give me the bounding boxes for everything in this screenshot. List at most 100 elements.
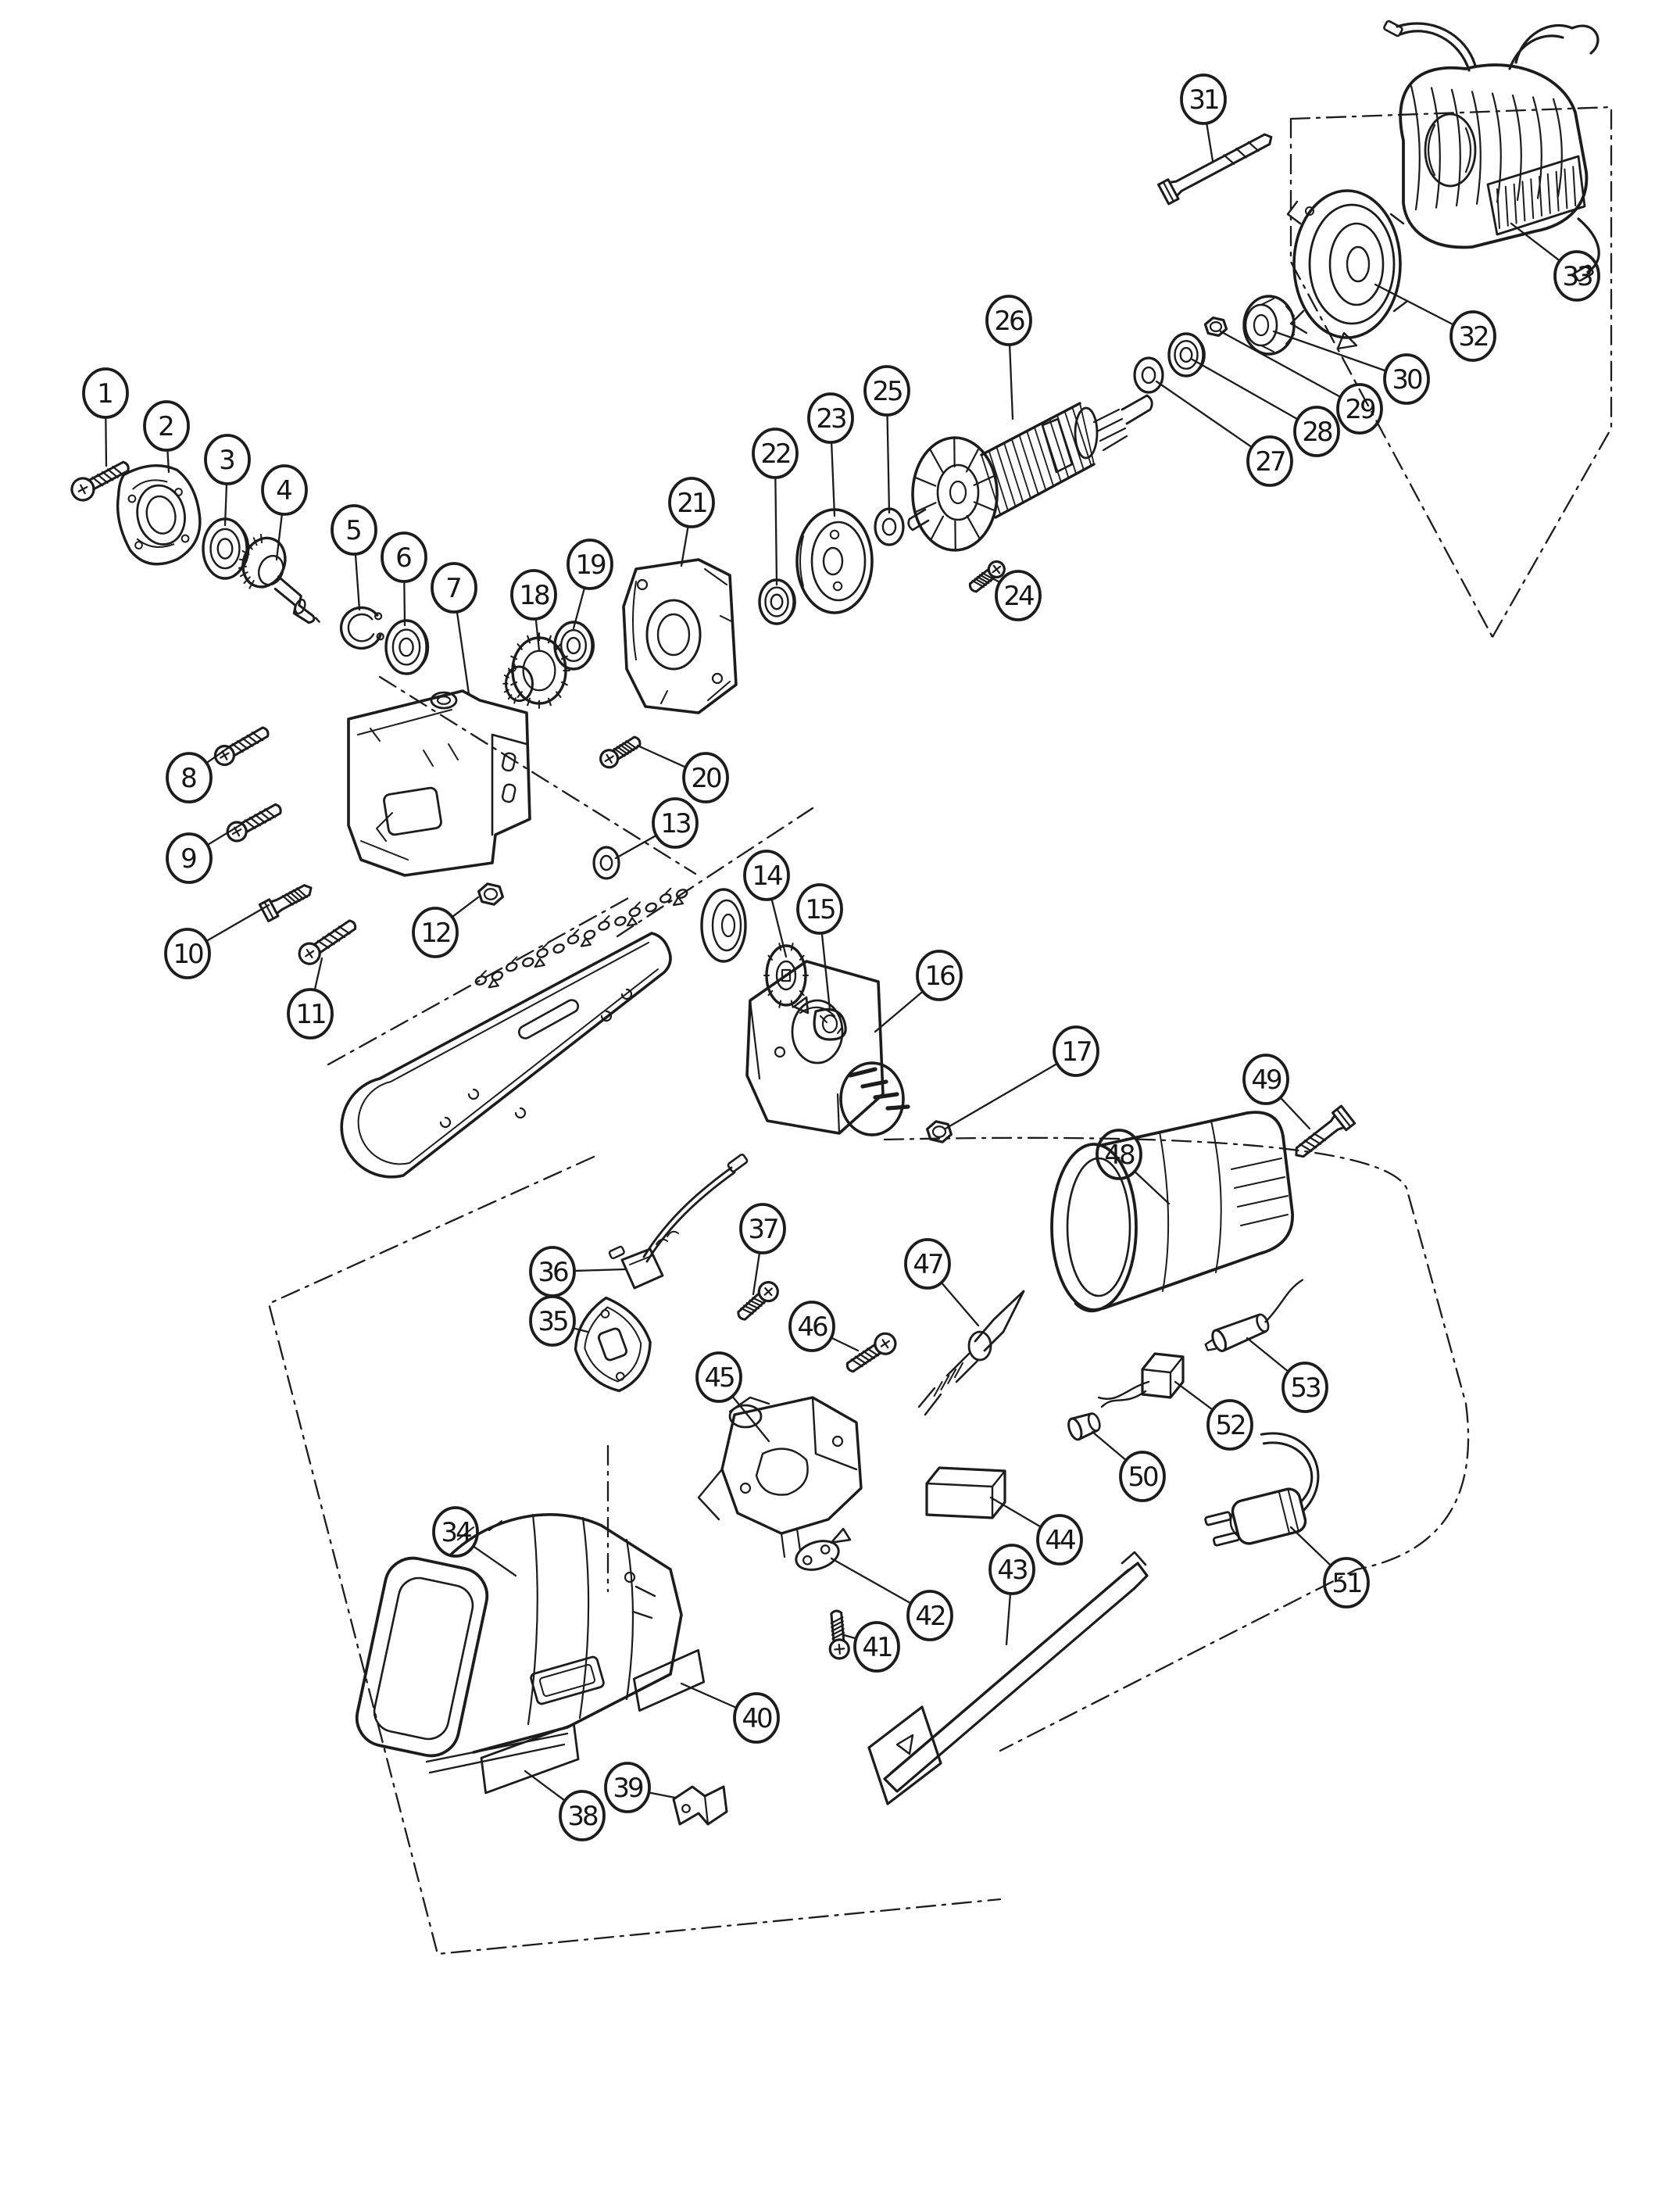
callout-7: 7 xyxy=(431,562,477,614)
part-screw-11 xyxy=(298,919,357,965)
callout-number-23: 23 xyxy=(816,403,845,435)
part-washer-13 xyxy=(592,846,620,880)
callout-52: 52 xyxy=(1206,1399,1253,1451)
leader-46 xyxy=(831,1337,860,1352)
boundary-line-3 xyxy=(378,675,697,875)
part-screw-46 xyxy=(845,1332,897,1373)
callout-number-43: 43 xyxy=(997,1555,1027,1586)
callout-38: 38 xyxy=(559,1790,606,1841)
leader-48 xyxy=(1135,1172,1171,1205)
leader-37 xyxy=(752,1253,760,1296)
callout-24: 24 xyxy=(995,570,1042,621)
leader-13 xyxy=(614,835,656,860)
leader-22 xyxy=(774,478,778,586)
leader-44 xyxy=(989,1496,1041,1527)
part-tension-bolt-10 xyxy=(258,884,313,923)
callout-number-34: 34 xyxy=(441,1517,471,1548)
callout-number-29: 29 xyxy=(1345,394,1375,425)
part-bearing-22 xyxy=(758,578,796,625)
part-washer-27 xyxy=(1133,356,1164,394)
callout-number-17: 17 xyxy=(1061,1036,1091,1068)
boundary-line-2 xyxy=(1289,117,1494,639)
callout-47: 47 xyxy=(904,1238,951,1290)
callout-number-25: 25 xyxy=(872,376,902,407)
callout-number-35: 35 xyxy=(538,1306,567,1337)
part-screw-37 xyxy=(737,1281,779,1321)
callout-6: 6 xyxy=(381,531,427,583)
callout-number-40: 40 xyxy=(742,1703,772,1734)
callout-number-20: 20 xyxy=(691,763,721,794)
callout-number-4: 4 xyxy=(276,475,293,506)
callout-19: 19 xyxy=(567,539,613,590)
callout-35: 35 xyxy=(529,1295,576,1347)
callout-number-48: 48 xyxy=(1104,1140,1135,1171)
callout-number-7: 7 xyxy=(445,573,463,604)
leader-16 xyxy=(874,991,923,1033)
part-brush-cap-35 xyxy=(574,1296,652,1393)
leader-4 xyxy=(275,514,283,561)
part-cord-plug-51 xyxy=(1204,1432,1320,1547)
leader-51 xyxy=(1289,1526,1331,1566)
leader-8 xyxy=(206,744,233,764)
callout-37: 37 xyxy=(739,1203,786,1254)
callout-28: 28 xyxy=(1293,406,1340,457)
callout-number-47: 47 xyxy=(913,1249,942,1280)
leader-25 xyxy=(886,415,891,514)
part-screw-41 xyxy=(828,1609,850,1660)
callout-14: 14 xyxy=(743,850,790,901)
leader-33 xyxy=(1510,222,1560,261)
callout-leader-lines xyxy=(105,123,1560,1801)
callout-25: 25 xyxy=(863,365,910,417)
part-bolt-49 xyxy=(1295,1104,1357,1158)
part-oiler-shaft-47 xyxy=(917,1290,1025,1416)
part-saw-chain xyxy=(474,887,688,989)
part-label-38 xyxy=(480,1723,580,1795)
leader-29 xyxy=(1219,330,1340,398)
callout-number-39: 39 xyxy=(613,1773,643,1804)
part-screw-8 xyxy=(213,726,270,767)
leader-6 xyxy=(403,581,406,627)
part-connector-53 xyxy=(1204,1279,1304,1352)
leader-27 xyxy=(1155,380,1252,448)
part-sprocket-cover-16 xyxy=(745,960,910,1136)
callout-number-11: 11 xyxy=(295,999,325,1030)
leader-41 xyxy=(842,1634,856,1640)
leader-45 xyxy=(732,1396,770,1443)
callout-40: 40 xyxy=(733,1692,780,1744)
part-field-coil-33 xyxy=(1383,20,1600,282)
callout-number-13: 13 xyxy=(660,808,690,839)
leader-1 xyxy=(105,417,108,467)
callout-number-49: 49 xyxy=(1251,1065,1281,1096)
part-bearing-19 xyxy=(553,621,595,671)
leader-28 xyxy=(1191,358,1298,420)
leader-43 xyxy=(1005,1594,1011,1646)
callout-number-52: 52 xyxy=(1215,1410,1245,1441)
leader-15 xyxy=(820,933,831,1011)
part-sprocket-14 xyxy=(700,888,809,1008)
callout-13: 13 xyxy=(652,797,699,849)
part-nut-29 xyxy=(1203,317,1228,337)
callout-23: 23 xyxy=(807,392,854,444)
part-fan-guide-23 xyxy=(795,508,874,614)
callout-3: 3 xyxy=(204,434,251,485)
part-screw-24 xyxy=(968,560,1006,593)
callout-4: 4 xyxy=(261,464,308,516)
callout-48: 48 xyxy=(1096,1129,1142,1180)
part-gear-housing-cover-21 xyxy=(622,558,738,714)
part-bolt-31 xyxy=(1157,133,1273,206)
callout-5: 5 xyxy=(331,504,377,556)
callout-12: 12 xyxy=(412,907,459,958)
callout-number-26: 26 xyxy=(994,306,1024,337)
part-motor-housing-34 xyxy=(355,1513,683,1774)
part-screw-9 xyxy=(226,803,282,843)
callout-8: 8 xyxy=(166,752,213,803)
part-guide-bar xyxy=(340,932,672,1179)
part-armature-26 xyxy=(907,394,1153,552)
callout-number-15: 15 xyxy=(805,894,835,925)
leader-31 xyxy=(1206,123,1214,163)
callout-33: 33 xyxy=(1553,250,1600,302)
part-bearing-plate-2 xyxy=(116,464,202,566)
callout-number-24: 24 xyxy=(1003,581,1034,612)
callout-number-18: 18 xyxy=(519,580,549,611)
leader-42 xyxy=(830,1557,911,1604)
